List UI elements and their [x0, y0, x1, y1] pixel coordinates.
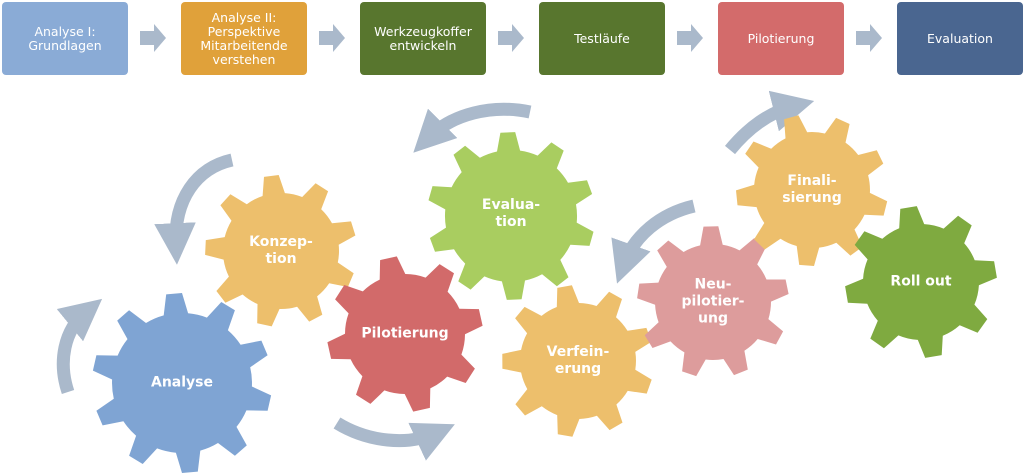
right-arrow-icon [498, 24, 524, 52]
gear-label-roll-out: Roll out [890, 273, 952, 290]
gear-verfeinerung-icon [502, 285, 652, 437]
step-box-analyse-ii: Analyse II: Perspektive Mitarbeitende ve… [181, 2, 307, 75]
step-box-pilotierung: Pilotierung [718, 2, 844, 75]
curved-arrow-icon [724, 90, 815, 155]
gear-label-finalisierung: Finali- sierung [782, 173, 842, 206]
gear-neupilotierung-icon [637, 226, 789, 377]
curved-arrow-icon [154, 153, 234, 265]
curved-arrow-icon [333, 417, 455, 461]
step-label: Testläufe [574, 30, 630, 46]
step-box-analyse-i: Analyse I: Grundlagen [2, 2, 128, 75]
gear-label-pilotierung: Pilotierung [361, 325, 449, 342]
step-label: Evaluation [927, 30, 993, 46]
step-label: Pilotierung [747, 30, 815, 46]
gear-label-evaluation: Evalua- tion [481, 197, 541, 230]
row-arrows [140, 24, 882, 52]
step-box-testlaeufe: Testläufe [539, 2, 665, 75]
cycle-arrows [56, 90, 815, 461]
step-label: Werkzeugkoffer entwickeln [374, 23, 472, 53]
right-arrow-icon [319, 24, 345, 52]
right-arrow-icon [856, 24, 882, 52]
step-label: Analyse II: Perspektive Mitarbeitende ve… [200, 9, 288, 67]
curved-arrow-icon [611, 199, 696, 284]
gear-label-konzeption: Konzep- tion [249, 234, 313, 267]
gear-analyse-icon [92, 293, 272, 473]
gear-finalisierung-icon [736, 115, 888, 266]
step-label: Analyse I: Grundlagen [28, 23, 102, 53]
step-box-werkzeugkoffer: Werkzeugkoffer entwickeln [360, 2, 486, 75]
gear-roll-out-icon [845, 206, 997, 358]
gear-evaluation-icon [428, 132, 594, 300]
curved-arrow-icon [413, 102, 532, 153]
gear-label-analyse: Analyse [150, 374, 214, 391]
gear-pilotierung-icon [327, 256, 483, 412]
gear-label-verfeinerung: Verfein- erung [546, 344, 610, 377]
right-arrow-icon [140, 24, 166, 52]
gear-label-neupilotierung: Neu- pilotier- ung [681, 276, 745, 327]
gear-konzeption-icon [205, 175, 356, 327]
step-box-evaluation: Evaluation [897, 2, 1023, 75]
right-arrow-icon [677, 24, 703, 52]
curved-arrow-icon [56, 298, 103, 395]
